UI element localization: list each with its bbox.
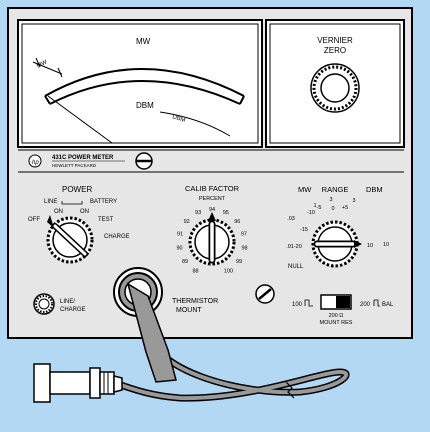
calib-tick-7: 95 xyxy=(223,210,229,216)
range-knob[interactable] xyxy=(311,220,362,268)
meter-window: MW DBM MW DBM xyxy=(17,19,263,148)
range-mw-tick-2: -10 xyxy=(307,210,315,216)
mount-res-right-label: 200 xyxy=(360,302,371,308)
power-battery-label: BATTERY xyxy=(90,199,117,205)
line-charge-label-line2: CHARGE xyxy=(60,307,86,313)
thermistor-label-line1: THERMISTOR xyxy=(172,298,218,305)
range-mw-tick-5: 3 xyxy=(329,197,332,203)
calib-tick-8: 96 xyxy=(234,219,240,225)
range-mw-label: MW xyxy=(298,185,312,194)
calib-tick-10: 98 xyxy=(241,246,247,252)
range-center-tick-2: +5 xyxy=(342,205,348,211)
meter-arc-upper-text: MW xyxy=(36,59,49,69)
range-mw-tick-0: .01-20 xyxy=(286,244,302,250)
power-on-left-label: ON xyxy=(54,209,63,215)
range-mw-tick-4: 1 xyxy=(313,203,316,209)
range-title: RANGE xyxy=(322,185,349,194)
range-dbm-tick-1: 10 xyxy=(367,243,373,249)
power-off-label: OFF xyxy=(28,217,40,223)
range-center-tick-1: 0 xyxy=(331,206,334,212)
calib-tick-6: 94 xyxy=(209,207,215,213)
line-charge-label-line1: LINE/ xyxy=(60,299,75,305)
vernier-label-line2: ZERO xyxy=(324,46,346,55)
meter-needle xyxy=(47,95,113,144)
calib-factor-knob[interactable] xyxy=(188,212,236,266)
range-null-label: NULL xyxy=(288,264,304,270)
calib-tick-0: 88 xyxy=(192,269,198,275)
meter-dbm-label: DBM xyxy=(136,101,154,110)
meter-mw-label: MW xyxy=(136,37,151,46)
mechanical-zero-screw[interactable] xyxy=(135,152,153,170)
mount-res-switch[interactable] xyxy=(320,294,352,310)
range-dbm-label: DBM xyxy=(366,185,383,194)
calib-tick-9: 97 xyxy=(241,232,247,238)
calib-tick-12: 100 xyxy=(224,269,233,275)
mount-res-value: 200 Ω xyxy=(329,313,344,319)
range-mw-tick-3: .03 xyxy=(287,216,295,222)
range-center-tick-0: -5 xyxy=(317,205,322,211)
line-charge-lamp xyxy=(33,293,55,315)
svg-text:hp: hp xyxy=(32,160,39,166)
range-tick-labels: .01-20 -15 -10 .03 1 3 -5 0 +5 3 10 10 xyxy=(286,197,389,250)
mount-res-bal-label: BAL xyxy=(382,302,394,308)
calib-subtitle: PERCENT xyxy=(199,196,226,202)
nameplate-maker: HEWLETT PACKARD xyxy=(52,163,97,168)
calib-tick-11: 99 xyxy=(236,259,242,265)
hp-logo-icon xyxy=(28,154,42,168)
meter-arc-lower-text: DBM xyxy=(171,114,186,124)
calib-tick-2: 90 xyxy=(176,246,182,252)
power-title: POWER xyxy=(62,185,92,194)
thermistor-label-line2: MOUNT xyxy=(176,307,202,314)
vernier-zero-knob[interactable] xyxy=(310,63,360,113)
calib-title: CALIB FACTOR xyxy=(185,184,240,193)
thermistor-mount-head xyxy=(33,363,123,403)
power-line-label: LINE xyxy=(44,199,57,205)
nameplate-model: 431C POWER METER xyxy=(52,155,114,161)
range-dbm-tick-0: 3 xyxy=(352,198,355,204)
mount-res-label: MOUNT RES xyxy=(320,320,353,326)
power-charge-label: CHARGE xyxy=(104,234,130,240)
power-knob[interactable] xyxy=(46,215,94,264)
range-dbm-tick-2: 10 xyxy=(383,242,389,248)
range-mw-tick-1: -15 xyxy=(300,227,308,233)
mount-res-left-label: 100 xyxy=(292,302,303,308)
calib-tick-1: 89 xyxy=(182,259,188,265)
power-on-right-label: ON xyxy=(80,209,89,215)
calib-tick-5: 93 xyxy=(195,210,201,216)
cable-strain-relief xyxy=(126,282,177,383)
power-test-label: TEST xyxy=(98,217,114,223)
calib-tick-4: 92 xyxy=(184,219,190,225)
nameplate: hp 431C POWER METER HEWLETT PACKARD xyxy=(18,149,404,173)
calib-tick-3: 91 xyxy=(177,232,183,238)
null-adjust-screw[interactable] xyxy=(255,284,275,304)
meter-scale-arc xyxy=(44,68,245,97)
vernier-label-line1: VERNIER xyxy=(317,36,353,45)
